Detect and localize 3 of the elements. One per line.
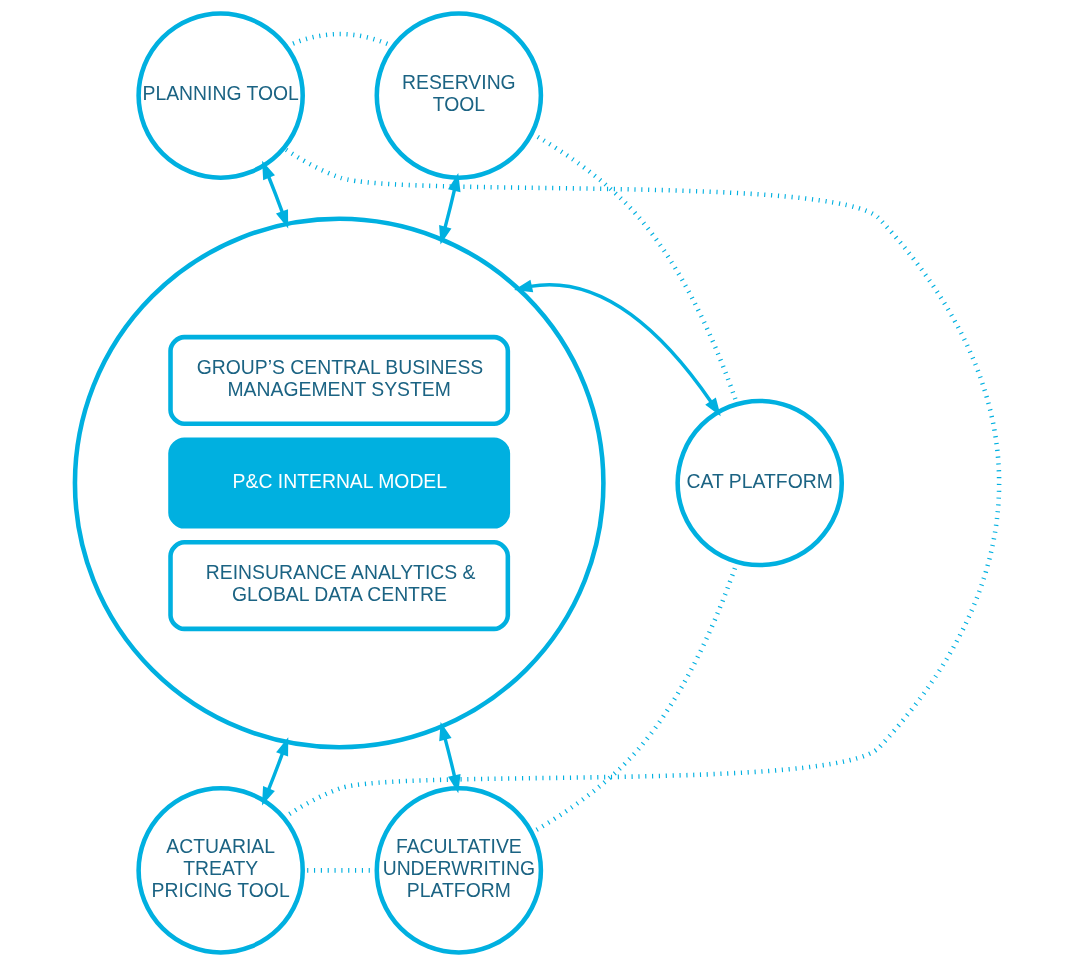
node-text: REINSURANCE ANALYTICS & GLOBAL DATA CENTRE [205,560,476,605]
node-text: GROUP’S CENTRAL BUSINESS MANAGEMENT SYSTEM [196,355,484,400]
node-text: P&C INTERNAL MODEL [232,469,448,492]
